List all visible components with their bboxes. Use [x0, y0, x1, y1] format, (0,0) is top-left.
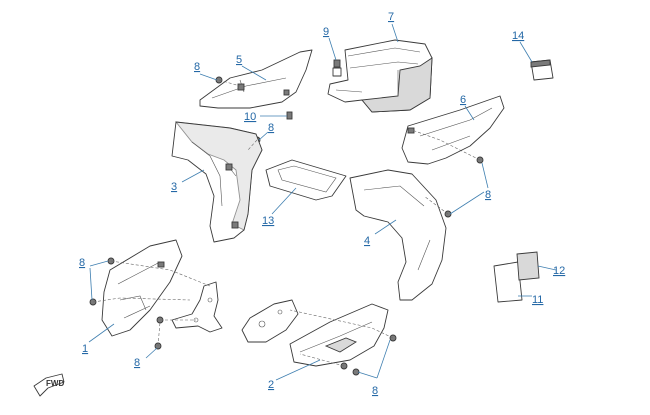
callout-5[interactable]: 5 — [236, 54, 242, 66]
assembly-lines — [92, 79, 481, 367]
callout-8-mid[interactable]: 8 — [268, 122, 274, 134]
leader-lines — [88, 23, 557, 381]
forward-label: FWD — [46, 379, 64, 388]
callout-10[interactable]: 10 — [244, 111, 256, 123]
callout-4[interactable]: 4 — [364, 235, 370, 247]
callout-7[interactable]: 7 — [388, 11, 394, 23]
callout-labels: 1 2 3 4 5 6 7 8 8 8 8 8 8 9 10 11 12 13 … — [79, 11, 565, 397]
part-12-sticker[interactable] — [516, 251, 540, 281]
part-5-upper-panel[interactable] — [199, 49, 313, 109]
part-3-left-cowl[interactable] — [171, 121, 263, 243]
callout-1[interactable]: 1 — [82, 343, 88, 355]
callout-8-top[interactable]: 8 — [194, 61, 200, 73]
callout-11[interactable]: 11 — [532, 294, 543, 306]
part-2-lower-center-panel[interactable] — [289, 303, 389, 367]
callout-8-lower-right[interactable]: 8 — [372, 385, 378, 397]
part-13-tray[interactable] — [265, 159, 347, 201]
part-6-right-upper-panel[interactable] — [401, 95, 505, 165]
callout-8-right[interactable]: 8 — [485, 189, 491, 201]
part-4-right-cowl[interactable] — [349, 169, 447, 301]
callout-13[interactable]: 13 — [262, 215, 274, 227]
callout-6[interactable]: 6 — [460, 94, 466, 106]
callout-14[interactable]: 14 — [512, 30, 524, 42]
part-14-block[interactable] — [530, 59, 554, 81]
part-10-fastener[interactable] — [286, 111, 293, 120]
callout-3[interactable]: 3 — [171, 181, 177, 193]
bracket-lower-center[interactable] — [241, 299, 299, 343]
callout-8-left[interactable]: 8 — [79, 257, 85, 269]
part-7-storage-box[interactable] — [327, 39, 433, 113]
part-1-lower-left-panel[interactable] — [101, 239, 183, 337]
callout-2[interactable]: 2 — [268, 379, 274, 391]
bracket-lower-left[interactable] — [171, 281, 223, 333]
callout-8-lower-left[interactable]: 8 — [134, 357, 140, 369]
forward-direction-arrow-icon: FWD — [33, 373, 65, 397]
callout-9[interactable]: 9 — [323, 26, 329, 38]
part-9-clip[interactable] — [332, 59, 342, 77]
part-11-sticker[interactable] — [493, 261, 523, 303]
callout-12[interactable]: 12 — [553, 265, 565, 277]
